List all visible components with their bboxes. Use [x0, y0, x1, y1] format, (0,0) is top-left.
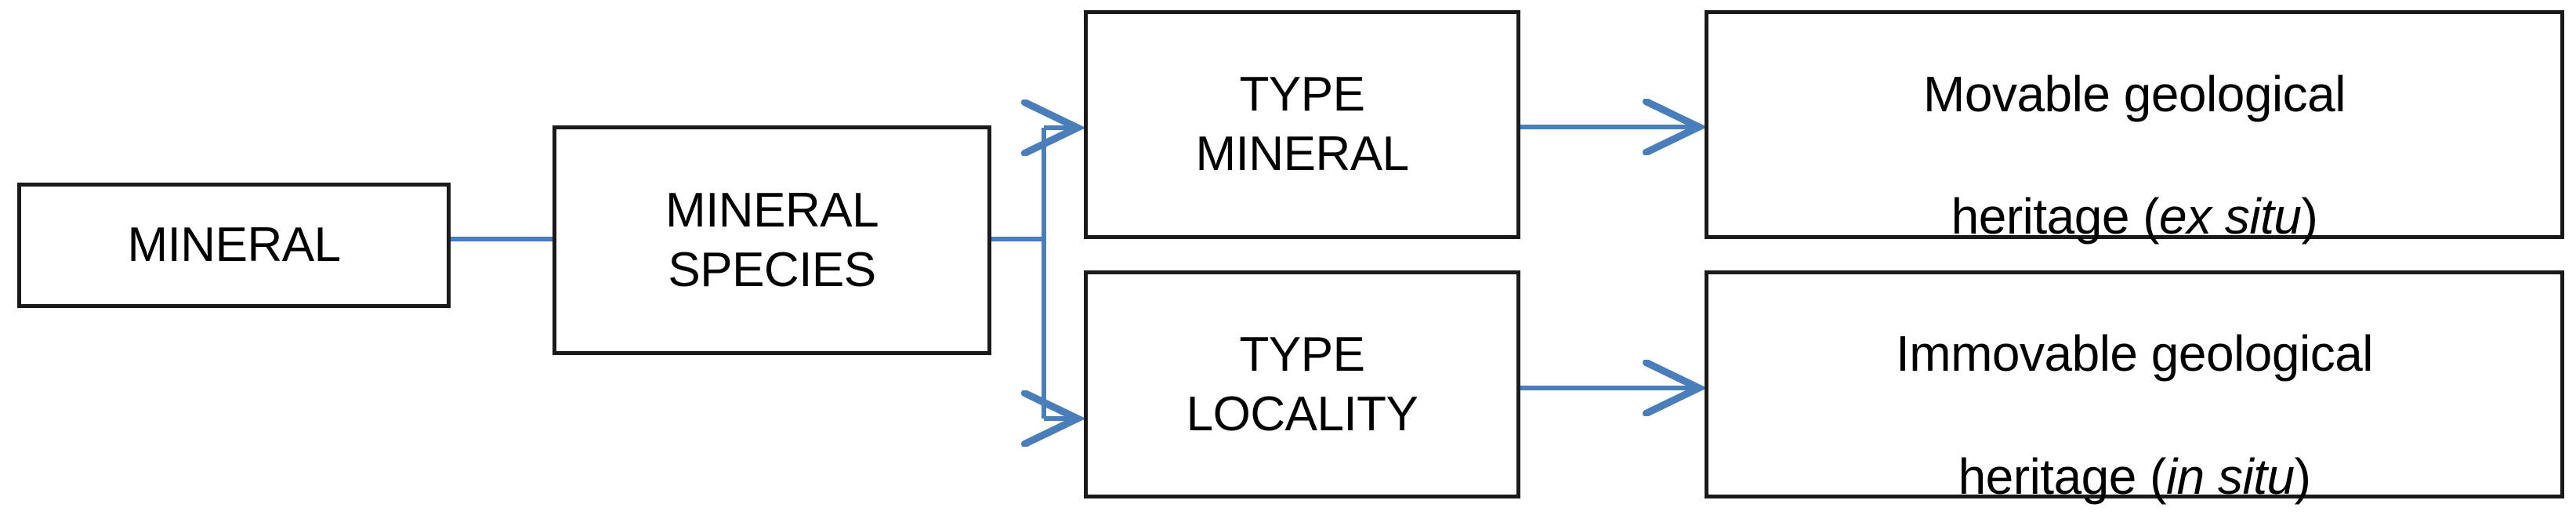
node-immovable-line2-post: ): [2294, 448, 2311, 505]
node-type-locality-label: TYPE LOCALITY: [1186, 327, 1418, 441]
node-immovable-geological-heritage[interactable]: Immovable geological heritage (in situ): [1705, 270, 2564, 505]
node-immovable-line2-pre: heritage (: [1958, 448, 2167, 505]
node-mineral[interactable]: MINERAL: [17, 183, 451, 308]
node-immovable-line1: Immovable geological: [1896, 325, 2374, 382]
node-movable-label: Movable geological heritage (ex situ): [1708, 2, 2560, 247]
node-type-mineral[interactable]: TYPE MINERAL: [1084, 10, 1520, 239]
node-movable-geological-heritage[interactable]: Movable geological heritage (ex situ): [1705, 10, 2564, 245]
node-movable-line2-emphasis: ex situ: [2159, 188, 2302, 245]
node-immovable-line2-emphasis: in situ: [2165, 448, 2295, 505]
node-type-mineral-label: TYPE MINERAL: [1195, 67, 1409, 181]
node-movable-line2-post: ): [2301, 188, 2318, 245]
node-mineral-label: MINERAL: [127, 218, 341, 273]
node-mineral-species[interactable]: MINERAL SPECIES: [553, 125, 991, 355]
node-immovable-label: Immovable geological heritage (in situ): [1708, 262, 2560, 506]
node-mineral-species-label: MINERAL SPECIES: [665, 183, 879, 297]
node-type-locality[interactable]: TYPE LOCALITY: [1084, 270, 1520, 498]
node-movable-line2-pre: heritage (: [1951, 188, 2160, 245]
node-movable-line1: Movable geological: [1923, 65, 2346, 122]
